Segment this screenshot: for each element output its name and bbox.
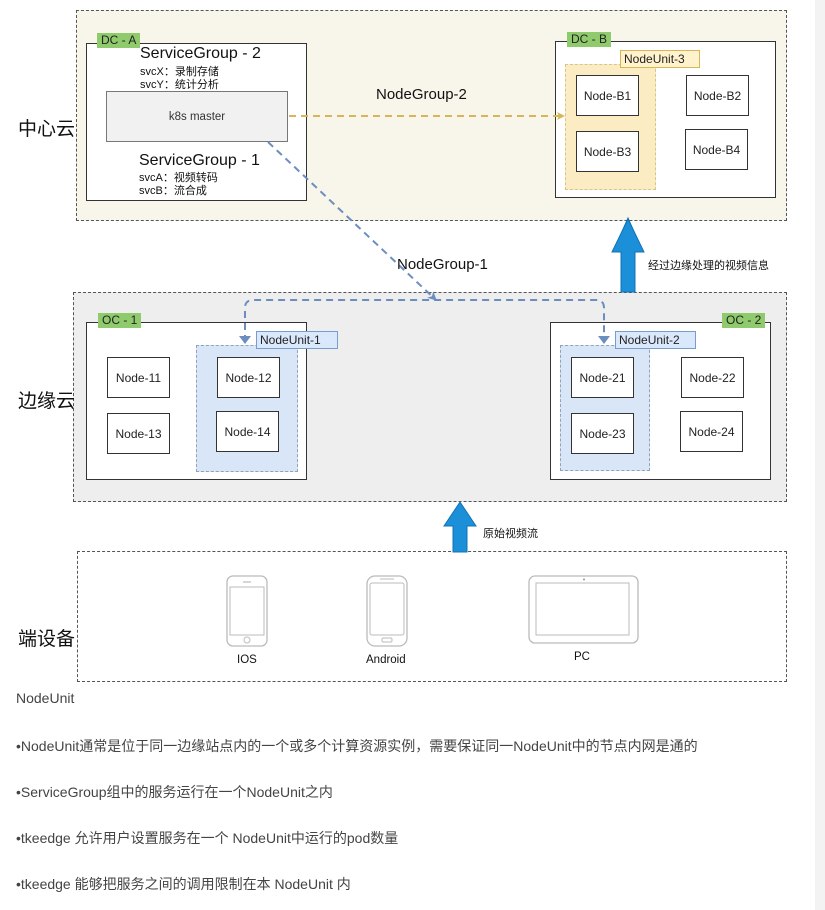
node-24[interactable]: Node-24 — [680, 411, 743, 452]
end-device-label: 端设备 — [18, 629, 76, 650]
node-23[interactable]: Node-23 — [571, 413, 634, 454]
node-12[interactable]: Node-12 — [217, 357, 280, 398]
service-svcb: svcB：流合成 — [139, 185, 207, 197]
node-unit-1-label: NodeUnit-1 — [256, 331, 338, 349]
node-11[interactable]: Node-11 — [107, 357, 170, 398]
bullet-3: •tkeedge 允许用户设置服务在一个 NodeUnit中运行的pod数量 — [16, 830, 399, 846]
node-group-1-label: NodeGroup-1 — [397, 256, 488, 273]
scrollbar[interactable] — [815, 0, 825, 910]
service-svcx: svcX：录制存储 — [140, 66, 219, 78]
node-b3[interactable]: Node-B3 — [576, 131, 639, 172]
node-group-1-arrow-left — [239, 336, 251, 344]
service-group-2-title: ServiceGroup - 2 — [140, 45, 261, 62]
edge-to-center-arrow-body — [611, 217, 645, 293]
node-group-1-branch — [244, 299, 605, 342]
device-pc-label: PC — [574, 651, 590, 663]
nodeunit-heading: NodeUnit — [16, 690, 75, 706]
service-svcy: svcY：统计分析 — [140, 79, 219, 91]
node-unit-3-label: NodeUnit-3 — [620, 50, 700, 68]
dc-a-tag: DC - A — [97, 33, 141, 48]
center-cloud-label: 中心云 — [18, 119, 76, 140]
node-group-2-label: NodeGroup-2 — [376, 86, 467, 103]
device-to-edge-label: 原始视频流 — [483, 528, 538, 540]
device-android-label: Android — [366, 654, 406, 666]
node-22[interactable]: Node-22 — [681, 357, 744, 398]
node-b2[interactable]: Node-B2 — [686, 75, 749, 116]
node-unit-2-label: NodeUnit-2 — [615, 331, 696, 349]
node-13[interactable]: Node-13 — [107, 413, 170, 454]
end-device-layer — [77, 551, 787, 682]
k8s-master: k8s master — [106, 91, 288, 142]
device-ios-label: IOS — [237, 654, 257, 666]
android-phone-icon — [366, 575, 408, 647]
device-to-edge-arrow-body — [443, 501, 477, 553]
dc-b-tag: DC - B — [567, 32, 611, 47]
node-group-1-line — [267, 141, 437, 301]
oc-2-tag: OC - 2 — [722, 313, 766, 328]
node-21[interactable]: Node-21 — [571, 357, 634, 398]
tablet-icon — [528, 575, 639, 644]
node-b1[interactable]: Node-B1 — [576, 75, 639, 116]
edge-cloud-label: 边缘云 — [18, 391, 76, 412]
service-group-1-title: ServiceGroup - 1 — [139, 152, 260, 169]
node-group-1-arrow-right — [598, 336, 610, 344]
bullet-4: •tkeedge 能够把服务之间的调用限制在本 NodeUnit 内 — [16, 876, 351, 892]
iphone-icon — [226, 575, 268, 647]
oc-1-tag: OC - 1 — [98, 313, 142, 328]
node-b4[interactable]: Node-B4 — [685, 129, 748, 170]
bullet-2: •ServiceGroup组中的服务运行在一个NodeUnit之内 — [16, 784, 333, 800]
service-svca: svcA：视频转码 — [139, 172, 218, 184]
node-14[interactable]: Node-14 — [216, 411, 279, 452]
edge-to-center-label: 经过边缘处理的视频信息 — [648, 260, 769, 272]
bullet-1: •NodeUnit通常是位于同一边缘站点内的一个或多个计算资源实例，需要保证同一… — [16, 738, 698, 754]
